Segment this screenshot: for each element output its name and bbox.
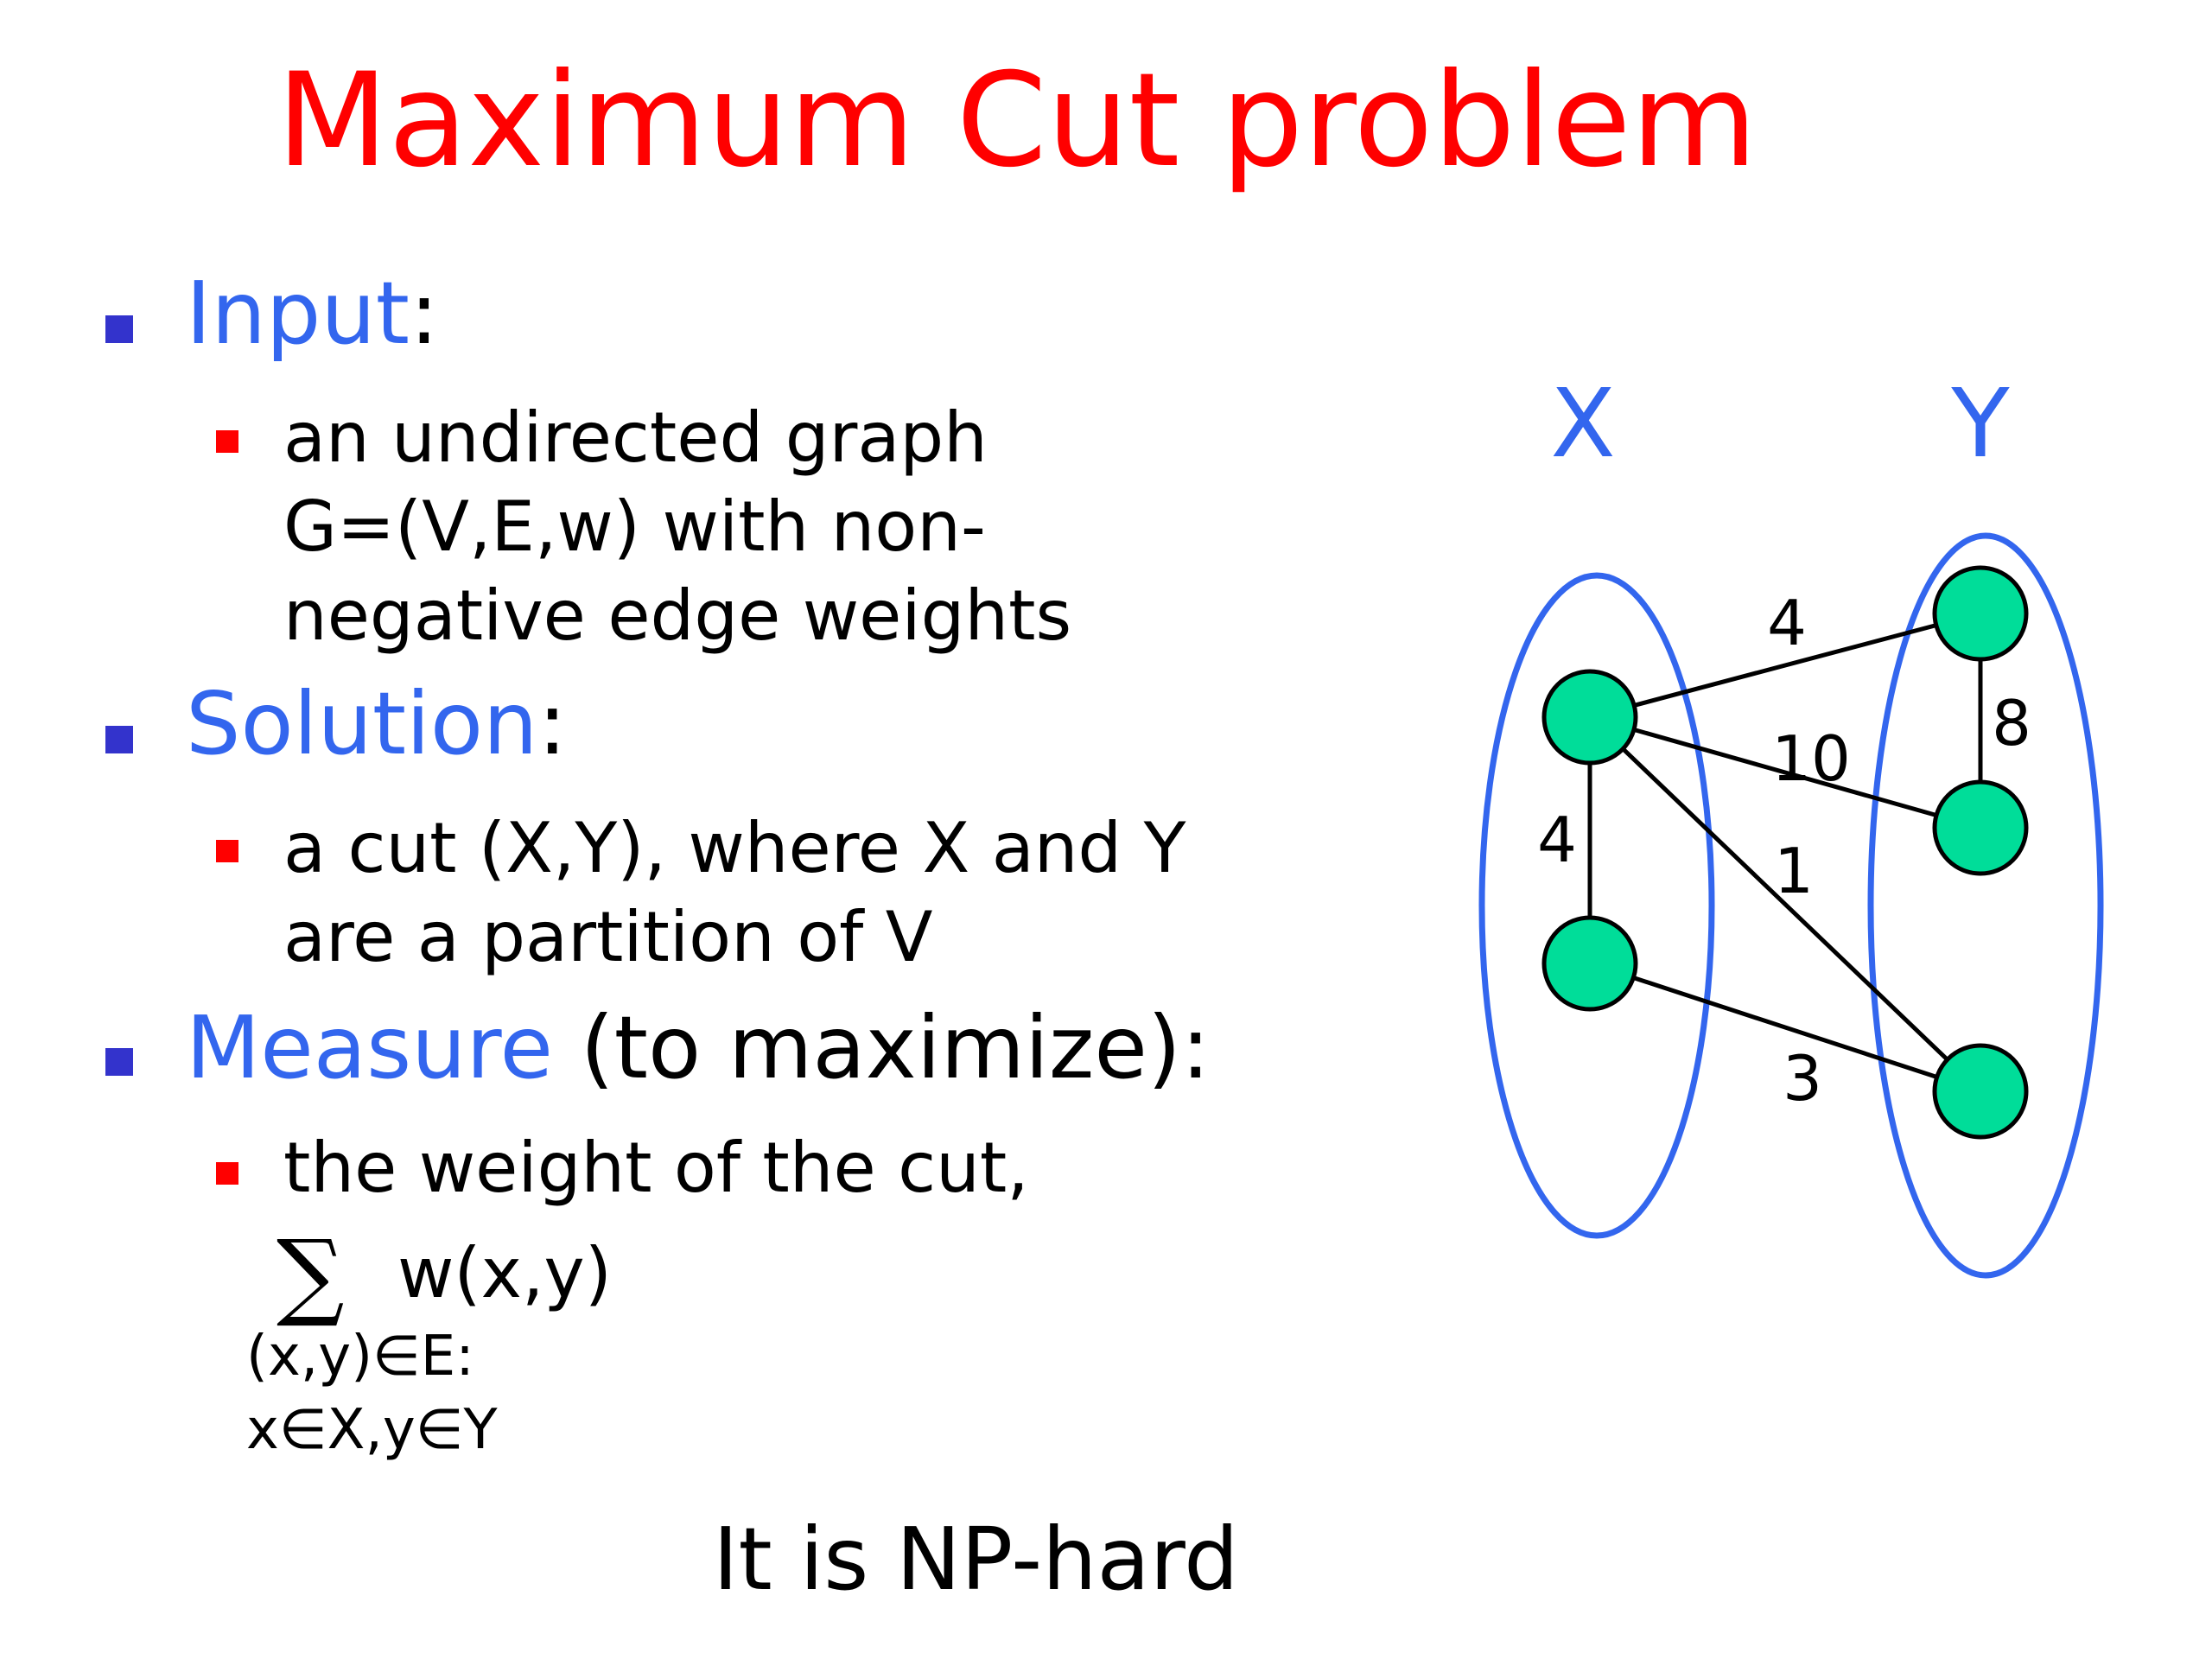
section-suffix: : — [409, 263, 439, 364]
sigma-symbol: ∑ — [276, 1219, 345, 1330]
text-line: a cut (X,Y), where X and Y — [283, 808, 1186, 888]
section-suffix: (to maximize): — [553, 997, 1211, 1098]
slide-title: Maximum Cut problem — [276, 46, 1758, 196]
edge-x1-y1 — [1589, 611, 1981, 720]
text-line: G=(V,E,w) with non- — [283, 486, 986, 567]
set-y-outline — [1867, 532, 2104, 1279]
section-keyword: Measure — [186, 997, 553, 1098]
set-y-label: Y — [1950, 368, 2010, 479]
section-keyword: Input — [186, 263, 410, 364]
section-suffix: : — [537, 673, 568, 774]
edge-x2-y3 — [1589, 961, 1981, 1094]
formula-subscript-1: (x,y)∈E: — [246, 1325, 474, 1389]
section-solution-heading: Solution: — [186, 674, 567, 773]
section-measure-heading: Measure (to maximize): — [186, 998, 1211, 1097]
text-line: the weight of the cut, — [283, 1128, 1029, 1208]
bullet-square-icon — [105, 315, 133, 343]
edge-weight-label: 4 — [1537, 804, 1577, 876]
edge-weight-label: 10 — [1771, 722, 1851, 795]
np-hard-statement: It is NP-hard — [713, 1509, 1239, 1610]
formula-subscript-2: x∈X,y∈Y — [246, 1398, 498, 1462]
text-line: are a partition of V — [283, 897, 933, 977]
sub-bullet-square-icon — [216, 840, 238, 862]
section-measure-text: the weight of the cut, — [283, 1123, 1029, 1212]
bullet-square-icon — [105, 726, 133, 753]
edge-x1-y3 — [1588, 715, 1982, 1093]
sub-bullet-square-icon — [216, 430, 238, 453]
set-x-outline — [1478, 572, 1715, 1239]
section-input-text: an undirected graph G=(V,E,w) with non- … — [283, 393, 1071, 660]
section-solution-text: a cut (X,Y), where X and Y are a partiti… — [283, 804, 1186, 982]
node-x1 — [1541, 669, 1638, 766]
node-y1 — [1932, 565, 2029, 662]
edge-weight-label: 3 — [1783, 1042, 1822, 1115]
edge-weight-label: 4 — [1767, 587, 1807, 659]
sub-bullet-square-icon — [216, 1162, 238, 1185]
bullet-square-icon — [105, 1048, 133, 1076]
text-line: an undirected graph — [283, 397, 988, 478]
node-x2 — [1541, 915, 1638, 1012]
section-keyword: Solution — [186, 673, 538, 774]
formula-body: w(x,y) — [397, 1233, 612, 1313]
edge-x1-y2 — [1589, 715, 1981, 830]
edge-weight-label: 8 — [1992, 687, 2031, 760]
node-y3 — [1932, 1043, 2029, 1140]
text-line: negative edge weights — [283, 575, 1072, 656]
node-y2 — [1932, 779, 2029, 876]
set-x-label: X — [1550, 368, 1615, 479]
edge-weight-label: 1 — [1774, 835, 1814, 907]
section-input-heading: Input: — [186, 264, 439, 363]
